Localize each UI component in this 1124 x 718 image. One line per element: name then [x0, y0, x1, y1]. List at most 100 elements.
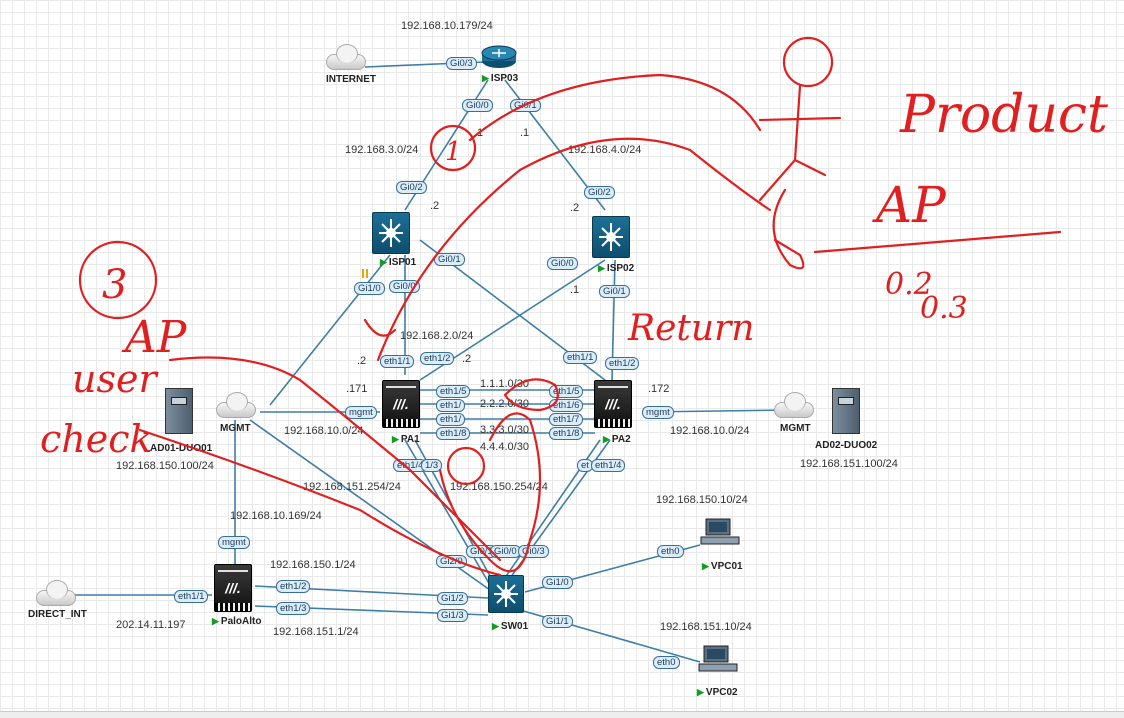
net-192-168-2: 192.168.2.0/24 [400, 330, 474, 342]
port-isp01-gi10[interactable]: Gi1/0 [354, 282, 385, 295]
server-icon[interactable] [165, 388, 193, 434]
direct-int-label: DIRECT_INT [28, 609, 87, 620]
port-isp02-gi00[interactable]: Gi0/0 [547, 257, 578, 270]
mgmt-net-left: 192.168.10.0/24 [284, 425, 364, 437]
port-pa1-eth12[interactable]: eth1/2 [420, 352, 455, 365]
port-pa2-eth15[interactable]: eth1/5 [549, 385, 584, 398]
dot1-a: .1 [474, 127, 484, 139]
firewall-icon[interactable]: ///. [382, 380, 420, 428]
port-sw-gi11[interactable]: Gi1/1 [542, 615, 573, 628]
ad02-ip: 192.168.151.100/24 [800, 458, 898, 470]
mgmt-cloud-icon[interactable] [212, 392, 256, 418]
firewall-icon[interactable]: ///. [594, 380, 632, 428]
port-pa2-eth17[interactable]: eth1/7 [549, 413, 584, 426]
pa-mgmt-ip: 192.168.10.169/24 [230, 510, 322, 522]
port-sw-gi13[interactable]: Gi1/3 [437, 609, 468, 622]
port-isp02-gi02[interactable]: Gi0/2 [584, 186, 615, 199]
port-pa2-eth16[interactable]: eth1/6 [549, 399, 584, 412]
mgmt-cloud-icon[interactable] [770, 392, 814, 418]
vpc02-label: ▶VPC02 [697, 687, 738, 698]
port-vpc01-eth0[interactable]: eth0 [657, 545, 684, 558]
port-pa2-eth14[interactable]: eth1/4 [591, 459, 626, 472]
port-pa-eth13[interactable]: eth1/3 [276, 602, 311, 615]
server-icon[interactable] [832, 388, 860, 434]
port-pa2-mgmt[interactable]: mgmt [642, 406, 674, 419]
link-4: 4.4.4.0/30 [480, 441, 529, 453]
port-vpc02-eth0[interactable]: eth0 [653, 656, 680, 669]
port-sw-gi10[interactable]: Gi1/0 [542, 576, 573, 589]
pc-icon[interactable] [698, 645, 738, 673]
port-pa1-eth16[interactable]: eth1/ [436, 399, 466, 412]
link-3: 3.3.3.0/30 [480, 424, 529, 436]
direct-int-cloud-icon[interactable] [32, 580, 76, 606]
port-pa1-eth18[interactable]: eth1/8 [436, 427, 471, 440]
port-sw-gi03[interactable]: Gi0/3 [518, 545, 549, 558]
router-icon[interactable] [480, 44, 518, 70]
port-pa2-eth12[interactable]: eth1/2 [605, 357, 640, 370]
vpc01-label: ▶VPC01 [702, 561, 743, 572]
l3-switch-icon[interactable] [592, 216, 630, 258]
port-pa1-eth15[interactable]: eth1/5 [436, 385, 471, 398]
net-151-254: 192.168.151.254/24 [303, 481, 401, 493]
sw01-label: ▶SW01 [492, 621, 529, 632]
vpc02-ip: 192.168.151.10/24 [660, 621, 752, 633]
port-pa1-eth17[interactable]: eth1/ [436, 413, 466, 426]
l3-switch-icon[interactable] [372, 212, 410, 254]
port-isp01-gi02[interactable]: Gi0/2 [396, 181, 427, 194]
net-192-168-3: 192.168.3.0/24 [345, 144, 419, 156]
vpc01-ip: 192.168.150.10/24 [656, 494, 748, 506]
ad02-label: AD02-DUO02 [815, 440, 878, 451]
pa1-host: .171 [346, 383, 368, 395]
port-pa1-mgmt[interactable]: mgmt [345, 406, 377, 419]
net-150-254: 192.168.150.254/24 [450, 481, 548, 493]
dot2-a: .2 [430, 200, 440, 212]
internet-cloud-icon[interactable] [322, 44, 366, 70]
port-pa-mgmt[interactable]: mgmt [218, 536, 250, 549]
dot1-c: .1 [570, 284, 580, 296]
dot2-b: .2 [570, 202, 580, 214]
isp03-label: ▶ISP03 [482, 73, 519, 84]
isp01-label: ▶ISP01 [380, 257, 417, 268]
port-isp03-gi03[interactable]: Gi0/3 [446, 57, 477, 70]
pa2-label: ▶PA2 [603, 434, 631, 445]
port-isp01-gi01[interactable]: Gi0/1 [434, 253, 465, 266]
mgmt-net-right: 192.168.10.0/24 [670, 425, 750, 437]
port-pa-eth11[interactable]: eth1/1 [174, 590, 209, 603]
pause-icon [362, 269, 369, 278]
pa1-label: ▶PA1 [392, 434, 420, 445]
internet-label: INTERNET [326, 74, 376, 85]
port-pa2-eth18[interactable]: eth1/8 [549, 427, 584, 440]
port-isp03-gi01[interactable]: Gi0/1 [510, 99, 541, 112]
port-isp03-gi00[interactable]: Gi0/0 [462, 99, 493, 112]
port-sw-gi20[interactable]: Gi2/0 [436, 555, 467, 568]
ad01-ip: 192.168.150.100/24 [116, 460, 214, 472]
port-isp02-gi01[interactable]: Gi0/1 [599, 285, 630, 298]
dot2-c: .2 [357, 355, 367, 367]
net-192-168-4: 192.168.4.0/24 [568, 144, 642, 156]
port-sw-gi12[interactable]: Gi1/2 [437, 592, 468, 605]
pa-151-1: 192.168.151.1/24 [273, 626, 359, 638]
link-1: 1.1.1.0/30 [480, 378, 529, 390]
port-sw-gi00[interactable]: Gi0/0 [490, 545, 521, 558]
firewall-icon[interactable]: ///. [214, 564, 252, 612]
switch-icon[interactable] [488, 575, 524, 613]
mgmt-left-label: MGMT [220, 423, 251, 434]
isp02-label: ▶ISP02 [598, 263, 635, 274]
port-pa1-eth11[interactable]: eth1/1 [380, 355, 415, 368]
port-pa-eth12[interactable]: eth1/2 [276, 580, 311, 593]
port-pa2-eth11[interactable]: eth1/1 [563, 351, 598, 364]
link-2: 2.2.2.0/30 [480, 398, 529, 410]
pa2-host: .172 [648, 383, 670, 395]
status-bar [0, 711, 1124, 718]
mgmt-right-label: MGMT [780, 423, 811, 434]
ad01-label: AD01-DUO01 [150, 443, 213, 454]
pa-150-1: 192.168.150.1/24 [270, 559, 356, 571]
pc-icon[interactable] [700, 518, 740, 546]
direct-int-ip: 202.14.11.197 [116, 619, 186, 631]
port-isp01-gi00[interactable]: Gi0/0 [389, 280, 420, 293]
paloalto-label: ▶PaloAlto [212, 616, 262, 627]
isp03-ip: 192.168.10.179/24 [401, 20, 493, 32]
port-pa1-eth13[interactable]: 1/3 [421, 459, 443, 472]
